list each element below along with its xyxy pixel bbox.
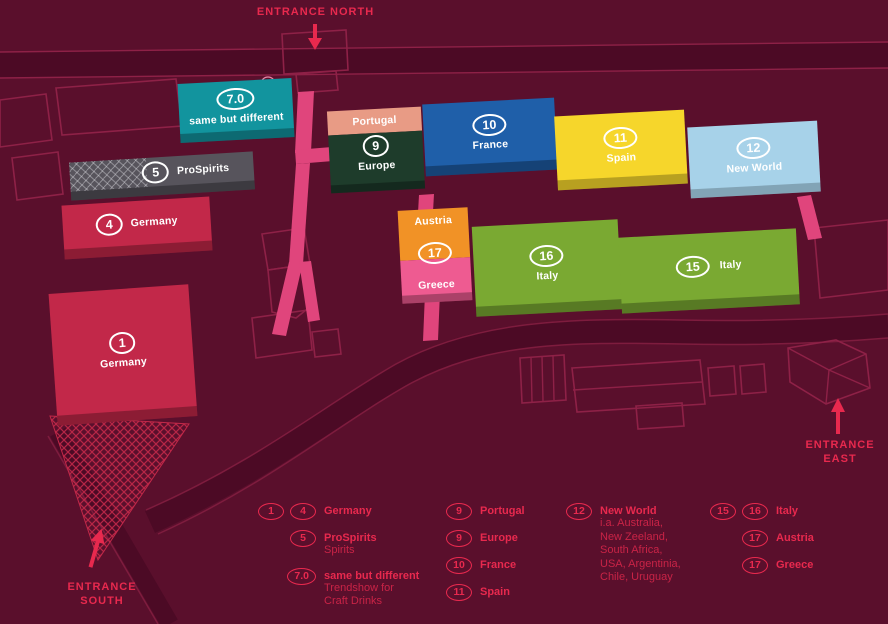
hall-1-label: Germany [99,354,148,371]
hall-17: Austria Greece 17 [397,207,473,304]
hall-12-badge: 12 [735,135,771,160]
hall-12: 12 New World [687,120,821,199]
entrance-arrows [88,24,845,568]
hall-15-label: Italy [719,258,742,272]
hall-7-0-label: same but different [188,110,284,127]
entrance-east-label: ENTRANCE EAST [798,438,882,466]
hall-10-badge: 10 [471,112,507,137]
hall-1-badge: 1 [107,330,137,355]
hall-5-hatch [69,157,148,192]
arrow-north-icon [308,24,322,50]
entrance-south-line1: ENTRANCE [67,581,137,593]
hall-4: 4 Germany [61,196,213,260]
road-north [0,41,888,79]
hall-10-label: France [472,137,509,152]
hall-12-label: New World [726,160,783,175]
hall-9-portugal-label: Portugal [352,113,397,129]
arrow-east-icon [831,398,845,434]
arrow-south-icon [88,528,105,568]
hall-17-greece-label: Greece [417,278,456,292]
hall-11: 11 Spain [554,109,688,191]
walkway-paths [272,91,822,341]
hall-9: Portugal 9 Europe [326,106,426,194]
hall-4-badge: 4 [95,212,124,237]
entrance-south-label: ENTRANCE SOUTH [56,580,148,608]
hall-15-badge: 15 [675,254,711,279]
hall-5-label: ProSpirits [176,161,230,177]
hall-1: 1 Germany [48,284,198,426]
hall-7-0-badge: 7.0 [216,86,255,111]
hall-10: 10 France [422,97,558,177]
hall-9-europe-label: Europe [357,159,396,173]
hall-11-badge: 11 [603,125,638,150]
hall-9-badge: 9 [361,134,390,158]
entrance-north-label: ENTRANCE NORTH [256,6,375,18]
hall-9-europe-body: 9 Europe [328,130,426,194]
entrance-east-line2: EAST [823,453,857,465]
hall-4-label: Germany [130,214,178,230]
hall-17-greece-band: Greece [400,257,473,304]
entrance-east-line1: ENTRANCE [805,439,875,451]
entrance-south-line2: SOUTH [80,595,124,607]
north-entrance-building [281,29,349,94]
hall-11-label: Spain [606,150,637,165]
hall-16: 16 Italy [471,219,623,317]
hall-17-austria-label: Austria [414,214,453,229]
hall-16-badge: 16 [528,243,564,268]
hall-5-badge: 5 [141,160,170,184]
hall-16-label: Italy [536,268,559,283]
hall-7-0: 7.0 same but different [177,78,295,143]
hall-15: 15 Italy [618,228,800,314]
